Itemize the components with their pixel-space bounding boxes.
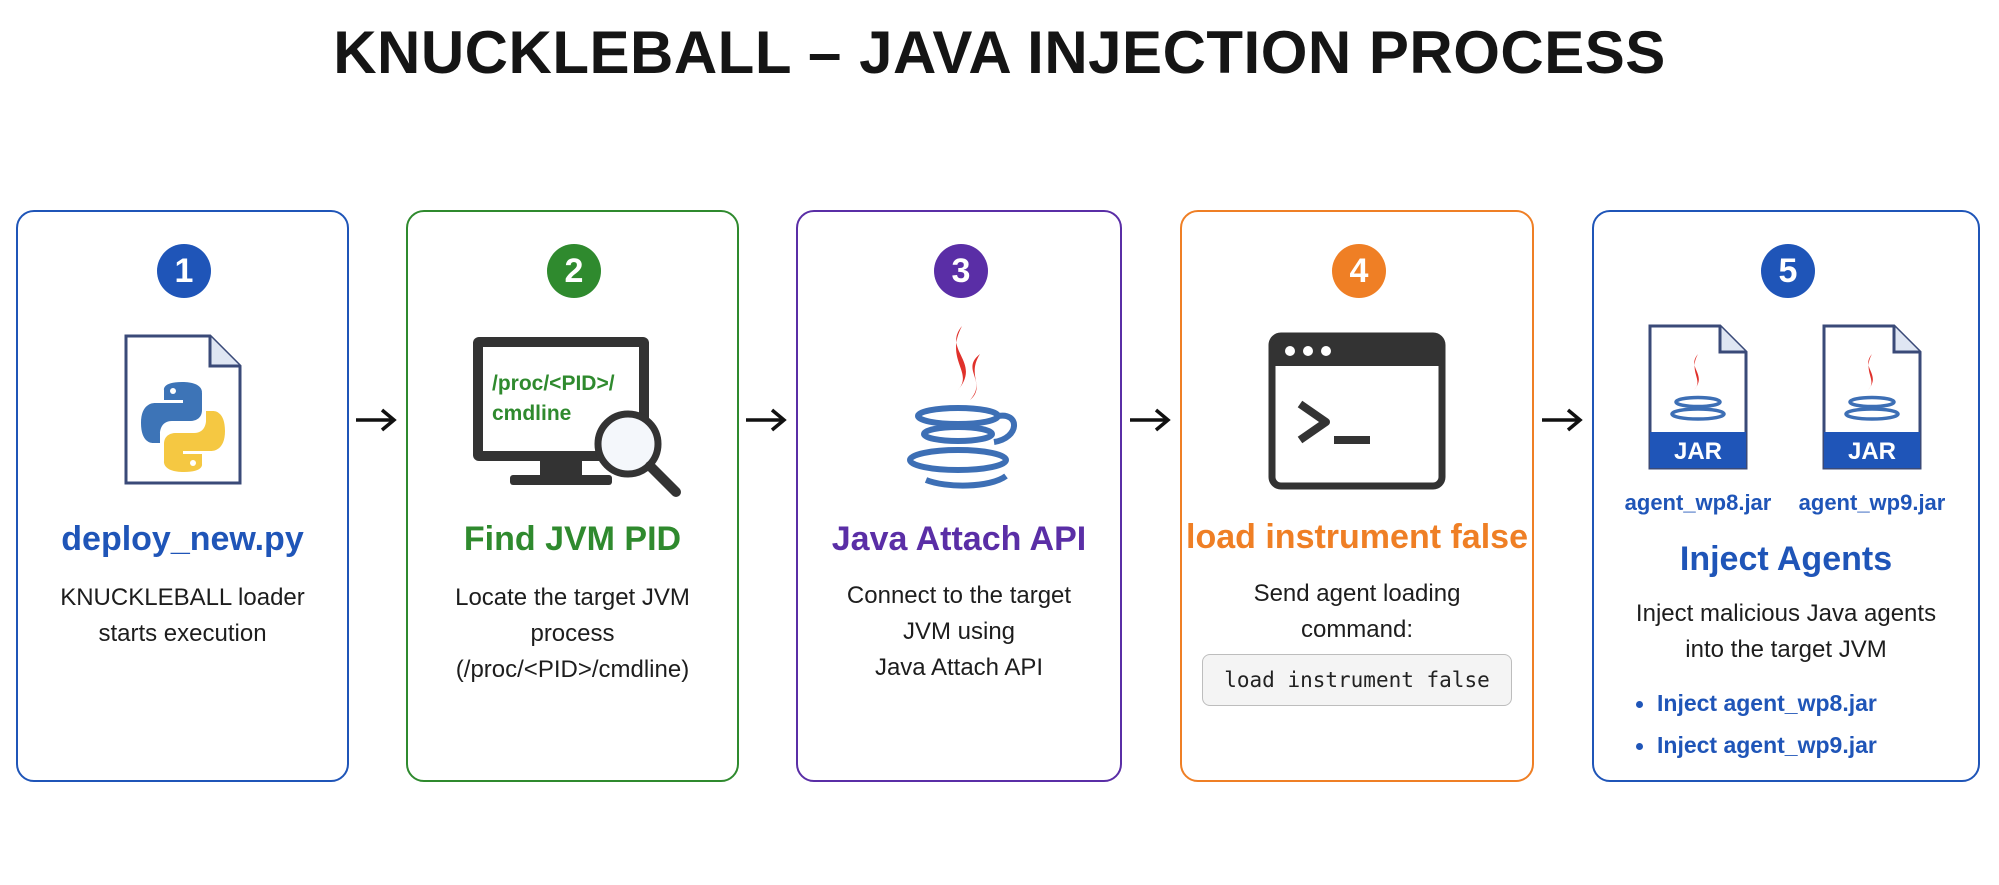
step-description-3: Connect to the target JVM using Java Att…	[846, 582, 1072, 681]
arrow-right-icon	[1542, 408, 1583, 432]
jar-name-1: agent_wp8.jar	[1624, 490, 1772, 515]
inject-bullet-list: Inject agent_wp8.jar Inject agent_wp9.ja…	[1636, 682, 1877, 766]
java-icon	[907, 326, 1017, 489]
list-item: Inject agent_wp9.jar	[1636, 724, 1877, 766]
step-title-3: Java Attach API	[831, 520, 1087, 558]
list-item: Inject agent_wp8.jar	[1636, 682, 1877, 724]
step-description-1: KNUCKLEBALL loader starts execution	[60, 584, 305, 647]
step-card-3: 3 Java Attach API Connect to the target …	[796, 210, 1122, 782]
jar-badge-1: JAR	[1674, 438, 1722, 465]
screen-path-line-2: cmdline	[492, 402, 572, 425]
step-card-5: 5 JAR JAR agent_wp8.jar agent_wp9.jar In…	[1592, 210, 1980, 782]
monitor-search-icon: /proc/<PID>/ cmdline	[470, 332, 690, 507]
screen-path-line-1: /proc/<PID>/	[492, 372, 615, 395]
arrow-right-icon	[746, 408, 787, 432]
step-title-2: Find JVM PID	[463, 520, 682, 558]
bullet-text: Inject agent_wp8.jar	[1657, 690, 1877, 716]
diagram-title: KNUCKLEBALL – JAVA INJECTION PROCESS	[333, 19, 1666, 86]
step-title-4: load instrument false	[1186, 518, 1528, 556]
step-number-3: 3	[934, 244, 988, 298]
step-card-2: 2 /proc/<PID>/ cmdline Find JVM PID Loca…	[406, 210, 739, 782]
step-number-4: 4	[1332, 244, 1386, 298]
jar-file-icon: JAR	[1822, 324, 1922, 470]
step-card-1: 1 deploy_new.py KNUCKLEBALL loader start…	[16, 210, 349, 782]
step-number-5: 5	[1761, 244, 1815, 298]
step-number-1: 1	[157, 244, 211, 298]
arrow-right-icon	[1130, 408, 1171, 432]
step-title-1: deploy_new.py	[61, 520, 304, 558]
python-file-icon	[124, 334, 242, 485]
step-number-2: 2	[547, 244, 601, 298]
jar-badge-2: JAR	[1848, 438, 1896, 465]
arrow-right-icon	[356, 408, 397, 432]
bullet-dot-icon	[1636, 743, 1643, 751]
step-description-4: Send agent loading command:	[1253, 580, 1461, 643]
step-description-5: Inject malicious Java agents into the ta…	[1635, 600, 1937, 663]
bullet-dot-icon	[1636, 701, 1643, 709]
jar-file-icon: JAR	[1648, 324, 1748, 470]
step-title-5: Inject Agents	[1679, 540, 1893, 578]
bullet-text: Inject agent_wp9.jar	[1657, 732, 1877, 758]
step-description-2: Locate the target JVM process (/proc/<PI…	[455, 584, 690, 683]
terminal-icon	[1268, 332, 1446, 490]
jar-name-2: agent_wp9.jar	[1798, 490, 1946, 515]
command-box: load instrument false	[1202, 654, 1512, 706]
step-card-4: 4 load instrument false Send agent loadi…	[1180, 210, 1534, 782]
